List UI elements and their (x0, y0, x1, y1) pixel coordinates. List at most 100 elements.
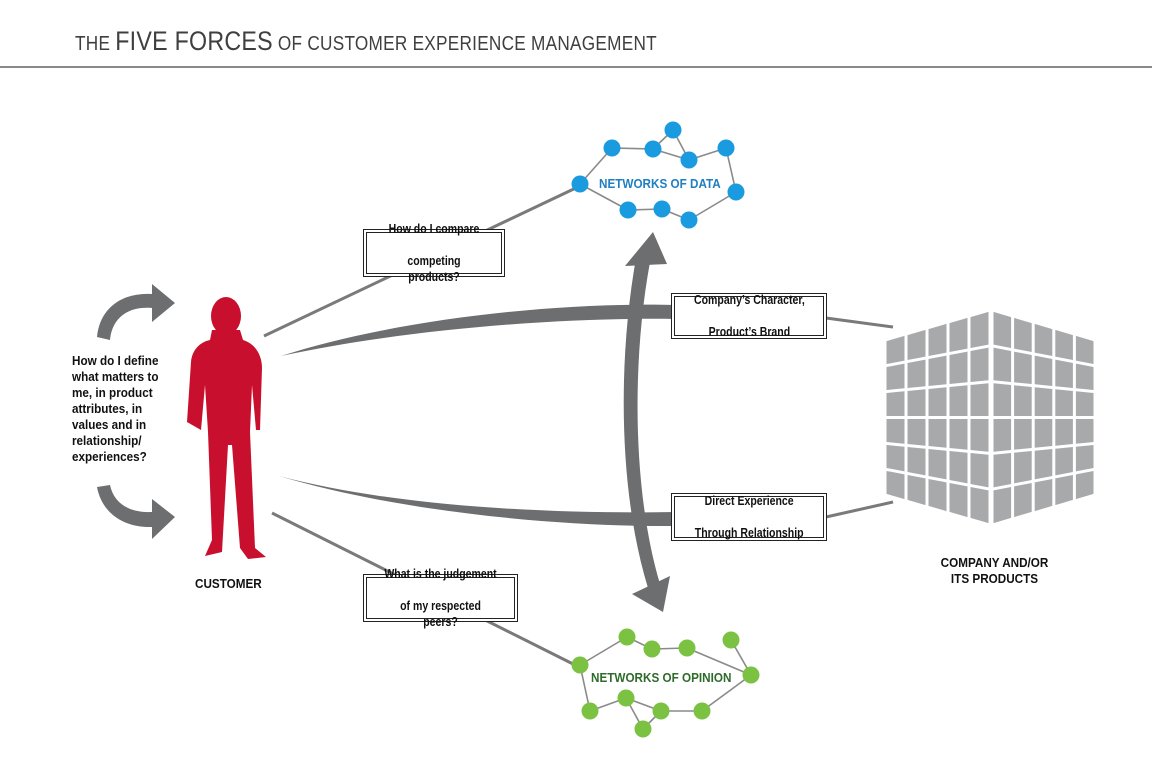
vertical-arrow-head-down (632, 576, 670, 612)
building-right-window (1055, 419, 1073, 446)
building-right-window (1014, 419, 1032, 450)
building-left-window (928, 419, 947, 448)
building-left-window (907, 329, 926, 361)
opinion-network-node (722, 631, 740, 649)
opinion-network-node (693, 702, 711, 720)
opinion-network-link (701, 674, 752, 712)
compare-box-line2: competing products? (407, 253, 461, 284)
building-left-window (886, 335, 905, 365)
cycle-arrow-bottom (97, 485, 175, 539)
building-right-window (993, 452, 1012, 488)
opinion-network-node (652, 702, 670, 720)
building-left-window (949, 351, 968, 385)
data-network (571, 121, 745, 229)
opinion-network-node (617, 689, 635, 707)
building-right-window (1055, 389, 1073, 416)
vertical-arrow-shaft (623, 258, 660, 588)
building-left-window (970, 383, 989, 416)
customer-label: CUSTOMER (195, 576, 262, 591)
opinion-network-link (686, 647, 752, 676)
opinion-network (571, 628, 760, 738)
opinion-network-node (581, 702, 599, 720)
vertical-arrow-head-up (625, 232, 667, 266)
building-right-window (1055, 329, 1073, 361)
building-left-window (886, 391, 905, 416)
building-right-window (993, 486, 1012, 524)
building-left-window (928, 355, 947, 387)
building-left-window (886, 419, 905, 444)
cycle-arrow-top (97, 284, 175, 340)
title-emphasis: FIVE FORCES (115, 26, 273, 56)
building-left-window (886, 363, 905, 391)
building-left-window (970, 486, 989, 524)
title-divider (0, 66, 1152, 68)
building-left-window (928, 478, 947, 512)
building-right-window (1014, 482, 1032, 518)
building-right-window (1055, 359, 1073, 389)
opinion-network-node (742, 666, 760, 684)
building-right-window (1055, 474, 1073, 506)
opinion-network-node (571, 656, 589, 674)
building-left-window (970, 452, 989, 488)
building-right-window (1014, 317, 1032, 353)
building-right-window (1075, 391, 1094, 416)
title-suffix: OF CUSTOMER EXPERIENCE MANAGEMENT (272, 33, 657, 55)
building-left-window (949, 419, 968, 450)
building-left-window (907, 446, 926, 476)
building-right-window (1034, 448, 1053, 480)
networks-of-data-label: NETWORKS OF DATA (599, 176, 721, 191)
building-left-window (949, 450, 968, 484)
opinion-network-node (634, 720, 652, 738)
customer-silhouette (187, 297, 266, 559)
building-left-window (907, 389, 926, 416)
character-box-line2: Product’s Brand (708, 324, 790, 339)
building-right-window (1075, 470, 1094, 500)
building-left-window (886, 470, 905, 500)
building-right-window (1014, 351, 1032, 385)
building-right-window (1014, 450, 1032, 484)
swoosh-top (281, 304, 676, 356)
building-left-window (949, 385, 968, 416)
building-right-window (993, 383, 1012, 416)
building-left-window (949, 317, 968, 353)
building-left-window (907, 474, 926, 506)
building-right-window (1075, 363, 1094, 391)
building-right-window (1034, 355, 1053, 387)
data-network-node (664, 121, 682, 139)
opinion-network-node (678, 639, 696, 657)
direct-box-line1: Direct Experience (704, 493, 794, 508)
building-right-window (1075, 419, 1094, 444)
data-network-node (680, 151, 698, 169)
building-left-window (970, 311, 989, 349)
page-title: THE FIVE FORCES OF CUSTOMER EXPERIENCE M… (75, 26, 657, 57)
title-prefix: THE (75, 33, 116, 55)
building-right-window (993, 419, 1012, 452)
data-network-node (644, 140, 662, 158)
customer-question: How do I define what matters to me, in p… (72, 353, 159, 464)
data-network-link (579, 183, 629, 211)
data-network-node (619, 201, 637, 219)
building-left-window (928, 448, 947, 480)
building-left-window (949, 482, 968, 518)
swoosh-bottom (279, 476, 676, 527)
building-left-window (928, 387, 947, 416)
company-label-line2: ITS PRODUCTS (950, 571, 1039, 586)
data-network-node (571, 175, 589, 193)
building-left-window (928, 323, 947, 357)
building-right-window (1034, 419, 1053, 448)
company-label-line1: COMPANY AND/OR (940, 555, 1049, 570)
character-box-line1: Company’s Character, (693, 292, 805, 307)
building-left-window (886, 444, 905, 472)
data-network-node (603, 139, 621, 157)
line-character-to-building (825, 316, 894, 329)
direct-box-line2: Through Relationship (694, 525, 804, 540)
data-network-link (688, 191, 737, 221)
line-direct-to-building (825, 500, 894, 519)
data-network-node (727, 183, 745, 201)
data-network-node (680, 211, 698, 229)
building-right-window (1014, 385, 1032, 416)
